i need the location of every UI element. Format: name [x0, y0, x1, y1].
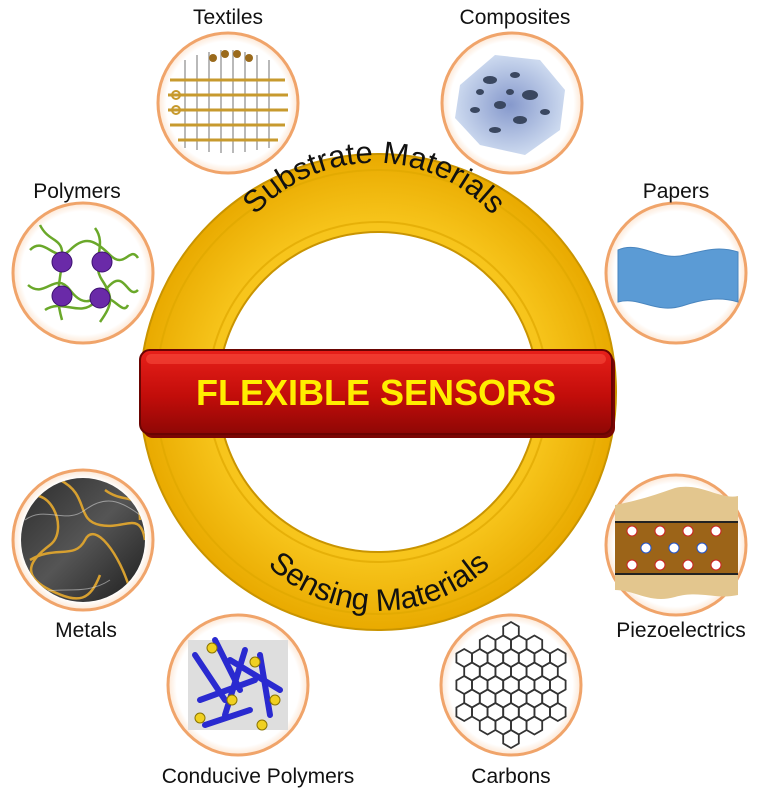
main-title: FLEXIBLE SENSORS	[196, 372, 556, 413]
conductive-polymer-icon	[188, 637, 288, 731]
composite-particles-icon	[455, 55, 565, 155]
label-composites: Composites	[459, 6, 571, 29]
label-papers: Papers	[642, 180, 710, 203]
node-carbons	[439, 613, 583, 757]
graphene-lattice-icon	[455, 620, 567, 750]
node-piezoelectrics	[604, 473, 748, 617]
label-piezoelectrics: Piezoelectrics	[616, 619, 746, 642]
label-carbons: Carbons	[471, 765, 551, 788]
piezoelectric-layer-icon	[615, 486, 738, 599]
node-metals	[11, 468, 155, 612]
title-banner	[139, 349, 615, 438]
label-textiles: Textiles	[192, 6, 264, 29]
polymer-network-icon	[27, 224, 140, 323]
textile-weave-icon	[168, 50, 288, 153]
node-papers	[604, 201, 748, 345]
node-polymers	[11, 201, 155, 345]
label-metals: Metals	[55, 619, 117, 642]
label-conductive-polymers: Conducive Polymers	[161, 765, 355, 788]
paper-sheet-icon	[617, 246, 739, 309]
node-composites	[440, 31, 584, 175]
label-polymers: Polymers	[33, 180, 121, 203]
metal-nanowires-icon	[21, 478, 145, 602]
node-textiles	[156, 31, 300, 175]
node-conductive-polymers	[166, 613, 310, 757]
